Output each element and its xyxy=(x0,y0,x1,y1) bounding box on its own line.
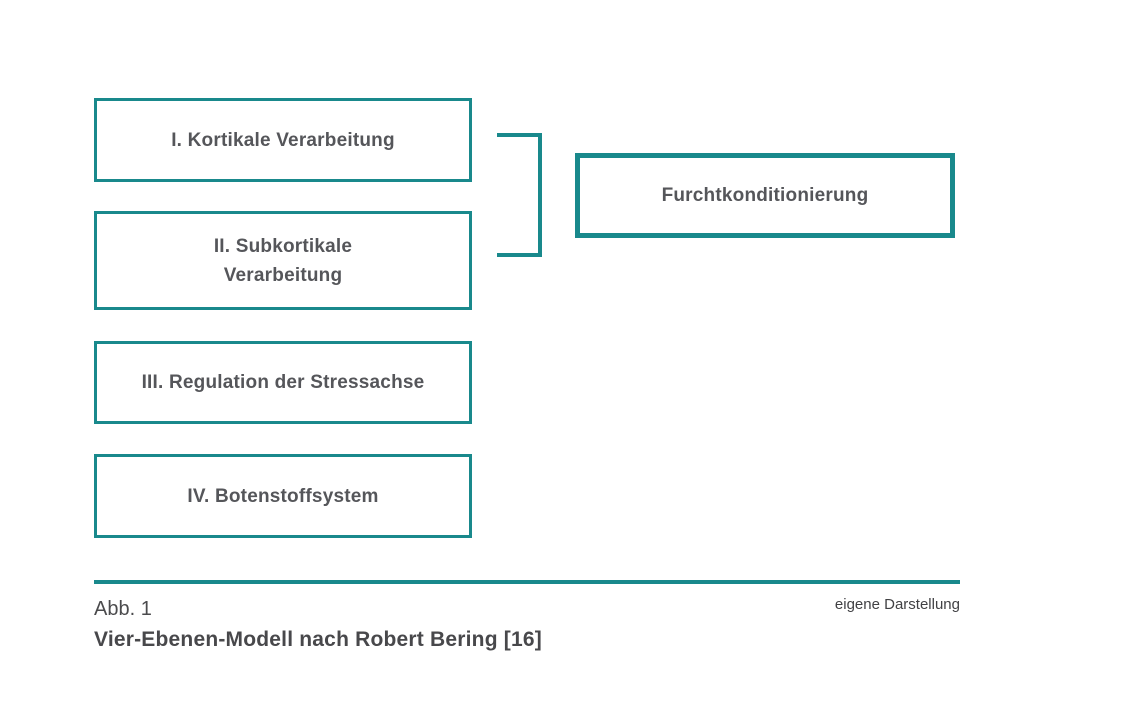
level-box-kortikale-verarbeitung: I. Kortikale Verarbeitung xyxy=(94,98,472,182)
level-box-regulation-der-stressachse: III. Regulation der Stressachse xyxy=(94,341,472,424)
caption-divider-rule xyxy=(94,580,960,584)
figure-number: Abb. 1 xyxy=(94,598,152,620)
figure-title: Vier-Ebenen-Modell nach Robert Bering [1… xyxy=(94,628,542,651)
bracket-connector xyxy=(497,133,542,257)
level-box-label: I. Kortikale Verarbeitung xyxy=(171,129,395,151)
level-box-label: IV. Botenstoffsystem xyxy=(187,485,379,507)
attribution-note: eigene Darstellung xyxy=(834,596,960,613)
furchtkonditionierung-box: Furchtkonditionierung xyxy=(575,153,955,238)
annotation-box-label: Furchtkonditionierung xyxy=(661,185,869,206)
level-box-subkortikale-verarbeitung: II. Subkortikale Verarbeitung xyxy=(94,211,472,310)
level-box-label: II. Subkortikale Verarbeitung xyxy=(213,235,353,286)
level-box-botenstoffsystem: IV. Botenstoffsystem xyxy=(94,454,472,538)
level-box-label: III. Regulation der Stressachse xyxy=(141,372,425,393)
